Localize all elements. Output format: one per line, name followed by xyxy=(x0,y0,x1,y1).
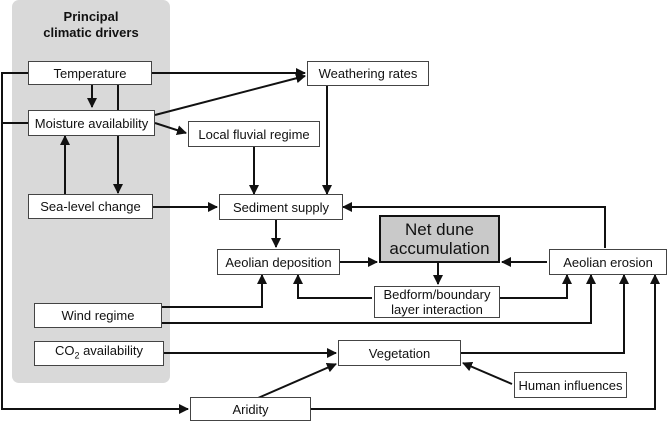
arrow-wind-to-deposition xyxy=(162,274,267,308)
arrow-vegetation-to-erosion xyxy=(461,274,629,354)
node-aeolian-erosion: Aeolian erosion xyxy=(549,249,667,275)
panel-title-line1: Principal xyxy=(63,9,119,24)
node-local-fluvial-regime: Local fluvial regime xyxy=(188,121,320,147)
panel-title-line2: climatic drivers xyxy=(43,25,139,40)
node-sea-level-change: Sea-level change xyxy=(28,194,153,219)
node-wind-regime: Wind regime xyxy=(34,303,162,328)
arrow-erosion-to-sediment xyxy=(342,202,606,248)
panel-title: Principal climatic drivers xyxy=(12,9,170,41)
node-aridity: Aridity xyxy=(190,397,311,421)
arrow-aridity-to-vegetation xyxy=(257,363,337,399)
arrow-moisture-to-weathering xyxy=(154,73,306,116)
arrow-moisture-to-fluvial xyxy=(154,122,187,135)
node-aeolian-deposition: Aeolian deposition xyxy=(217,249,340,275)
arrow-human-to-vegetation xyxy=(462,361,513,385)
node-human-influences: Human influences xyxy=(514,372,627,398)
node-sediment-supply: Sediment supply xyxy=(219,194,343,220)
node-bedform-interaction: Bedform/boundary layer interaction xyxy=(374,286,500,318)
node-temperature: Temperature xyxy=(28,61,152,85)
arrow-wind-to-erosion xyxy=(162,274,596,324)
arrow-bedform-to-deposition xyxy=(293,274,372,299)
node-moisture-availability: Moisture availability xyxy=(28,110,155,136)
node-net-dune-accumulation: Net dune accumulation xyxy=(379,215,500,263)
node-co2-availability: CO2 availability xyxy=(34,341,164,366)
arrow-left-loop-to-aridity xyxy=(1,72,189,414)
arrow-aridity-to-erosion xyxy=(311,274,660,410)
node-vegetation: Vegetation xyxy=(338,340,461,366)
arrow-bedform-to-erosion xyxy=(500,274,572,299)
node-weathering-rates: Weathering rates xyxy=(307,61,429,86)
